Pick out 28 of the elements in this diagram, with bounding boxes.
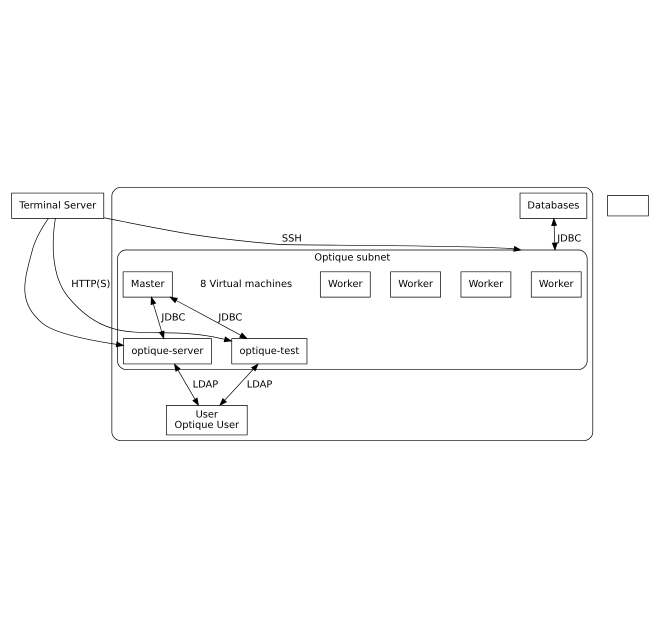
edge-label: HTTP(S) (71, 279, 110, 290)
node-box: User Optique User (166, 405, 248, 436)
node-box: Terminal Server (11, 192, 104, 219)
arrow (551, 217, 558, 252)
edge-label: SSH (282, 234, 302, 245)
edge-label: JDBC (557, 234, 582, 245)
cluster (112, 187, 594, 441)
edge-label: JDBC (161, 312, 186, 324)
node-box: Worker (530, 271, 582, 298)
node-box: Worker (390, 271, 441, 298)
arrow (103, 217, 522, 252)
edge-label: JDBC (218, 312, 242, 324)
node-box: optique-test (231, 338, 308, 364)
node-box: Databases (520, 192, 588, 219)
node-box: Worker (460, 271, 512, 298)
arrow (24, 218, 125, 348)
node-box: optique-server (123, 338, 212, 364)
edge-label: LDAP (246, 379, 272, 390)
arrow (150, 296, 164, 340)
node-label: 8 Virtual machines (200, 279, 292, 290)
node-box: Worker (320, 271, 371, 298)
arrow (169, 296, 248, 340)
arrow (219, 363, 259, 406)
node-box (607, 195, 649, 216)
node-box: Master (122, 271, 173, 298)
arrow (174, 363, 200, 406)
edge-label: LDAP (192, 379, 218, 390)
arrow (52, 218, 233, 342)
